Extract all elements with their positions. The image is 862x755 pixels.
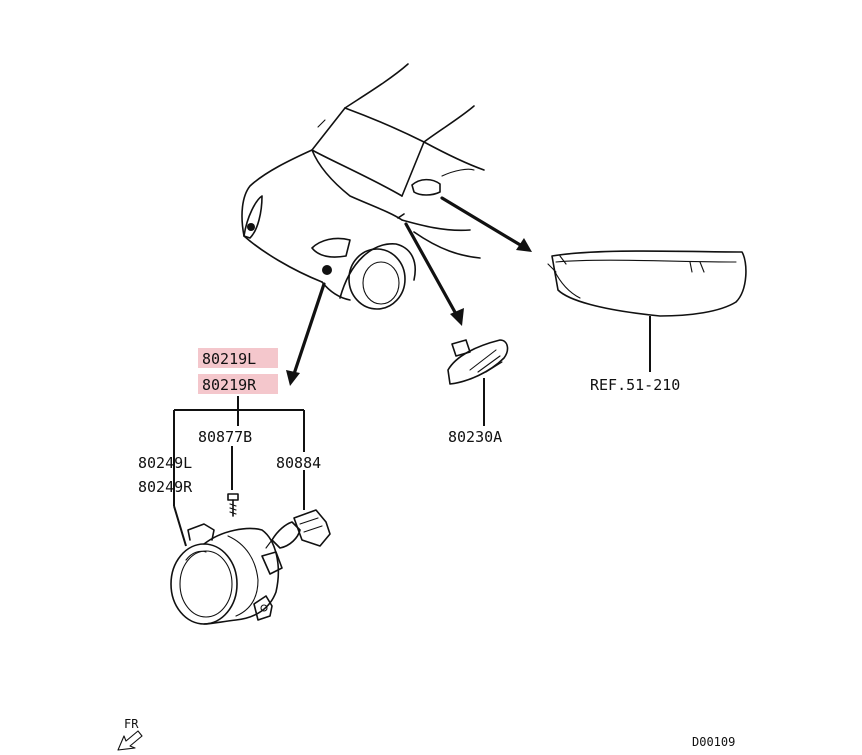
garnish-strip-drawing <box>547 250 747 372</box>
pointer-arrows <box>286 196 532 386</box>
label-80219R[interactable]: 80219R <box>202 376 257 394</box>
diagram-code: D00109 <box>692 735 735 749</box>
screw-drawing <box>227 493 239 517</box>
highlight-80219R <box>198 374 278 394</box>
fr-label: FR <box>124 717 139 731</box>
label-ref-51-210[interactable]: REF.51-210 <box>590 376 680 394</box>
label-80884[interactable]: 80884 <box>276 454 321 472</box>
label-80249L[interactable]: 80249L <box>138 454 192 472</box>
leader-lines <box>173 396 305 547</box>
label-80877B[interactable]: 80877B <box>198 428 252 446</box>
highlight-80219L <box>198 348 278 368</box>
side-marker-drawing <box>447 339 509 426</box>
label-80219L[interactable]: 80219L <box>202 350 256 368</box>
front-direction-indicator: FR <box>117 717 143 751</box>
bulb-drawing <box>265 509 331 549</box>
label-80230A[interactable]: 80230A <box>448 428 502 446</box>
fog-lamp-drawing <box>170 523 283 625</box>
arrow-down-left-icon <box>117 730 143 751</box>
label-80249R[interactable]: 80249R <box>138 478 193 496</box>
part-labels: 80219L 80219R 80877B 80249L 80249R 80884… <box>138 348 680 496</box>
vehicle-front-drawing <box>241 63 485 310</box>
